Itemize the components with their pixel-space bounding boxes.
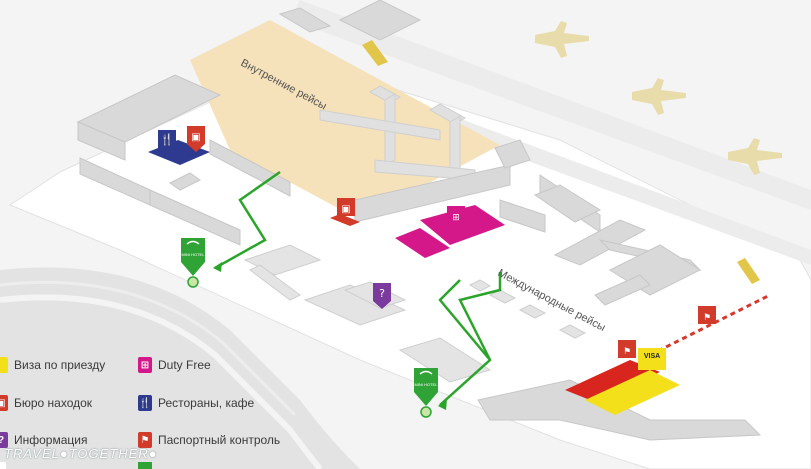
duty-free-zone-2 — [395, 228, 450, 258]
passport-control-icon: ⚑ — [138, 432, 152, 448]
route-lines — [214, 170, 502, 406]
duty-free-icon: ⊞ — [138, 357, 152, 373]
duty-free-marker[interactable]: ⊞ — [447, 206, 465, 224]
domestic-piers — [319, 85, 476, 185]
legend-partial-icon — [138, 462, 152, 469]
airplane-icon — [728, 138, 782, 175]
svg-text:⚑: ⚑ — [623, 347, 631, 357]
lost-and-found-icon: ▣ — [0, 395, 8, 411]
mini-hotel-label-2: MINI HOTEL — [415, 382, 439, 387]
legend-item-visa-on-arrival: Виза по приезду — [0, 355, 105, 375]
visa-on-arrival-icon — [0, 357, 8, 373]
airplane-icon — [535, 21, 589, 58]
mini-hotel-label: MINI HOTEL — [182, 252, 206, 257]
duty-free-zone — [420, 205, 505, 245]
escalator-right — [737, 258, 760, 284]
svg-text:🍴: 🍴 — [160, 133, 174, 146]
passport-control-marker[interactable]: ⚑ — [618, 340, 636, 358]
svg-text:▣: ▣ — [191, 132, 200, 143]
legend-label: Бюро находок — [14, 396, 93, 410]
airplane-icon — [632, 78, 686, 115]
apron-strip — [290, 0, 811, 210]
mid-blocks — [243, 244, 587, 383]
road-lane-2 — [0, 280, 297, 417]
lost-and-found-marker-2[interactable]: ▣ — [330, 198, 360, 226]
route-arrows — [213, 262, 447, 410]
legend-label: Информация — [14, 433, 88, 447]
information-icon: ? — [0, 432, 8, 448]
legend-label: Паспортный контроль — [158, 433, 281, 447]
information-marker[interactable]: ? — [373, 283, 391, 309]
watermark: TRAVEL●TOGETHER● — [4, 446, 158, 461]
svg-text:▣: ▣ — [341, 204, 350, 215]
legend-partial-icon-2 — [0, 462, 6, 469]
legend-label: Duty Free — [158, 358, 211, 372]
dashed-passage — [649, 293, 771, 357]
svg-text:?: ? — [379, 287, 385, 300]
legend-label: Рестораны, кафе — [158, 396, 255, 410]
legend-item-information: ? Информация — [0, 430, 87, 450]
escalator-top — [362, 40, 388, 66]
mini-hotel-marker-2[interactable]: MINI HOTEL — [414, 368, 439, 418]
mini-hotel-marker[interactable]: MINI HOTEL — [181, 238, 206, 288]
visa-zone-red — [565, 360, 660, 402]
passport-control-marker-2[interactable]: ⚑ — [698, 306, 716, 324]
legend-item-restaurant: 🍴 Рестораны, кафе — [138, 393, 254, 413]
legend-item-lost-and-found: ▣ Бюро находок — [0, 393, 92, 413]
legend-item-duty-free: ⊞ Duty Free — [138, 355, 211, 375]
road-curve — [0, 267, 360, 469]
svg-text:⊞: ⊞ — [452, 213, 460, 223]
legend-item-passport-control: ⚑ Паспортный контроль — [138, 430, 280, 450]
restaurant-icon: 🍴 — [138, 395, 152, 411]
svg-text:⚑: ⚑ — [703, 313, 711, 323]
visa-sign[interactable]: VISA — [638, 348, 666, 370]
lost-and-found-marker[interactable]: ▣ — [187, 126, 205, 152]
legend-label: Виза по приезду — [14, 358, 106, 372]
road-lane — [0, 294, 323, 469]
visa-zone-yellow — [585, 370, 680, 415]
visa-sign-label: VISA — [644, 353, 660, 360]
